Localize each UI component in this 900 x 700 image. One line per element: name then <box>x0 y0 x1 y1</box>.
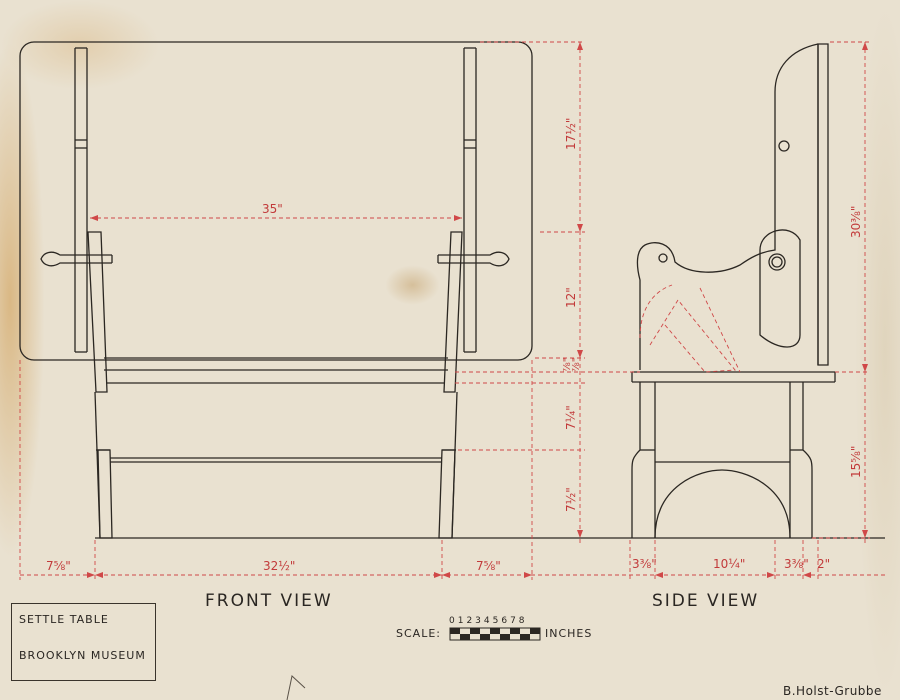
artist-signature: B.Holst-Grubbe <box>783 684 882 698</box>
front-view-drawing <box>19 41 533 539</box>
dim-side-board: 2" <box>817 557 830 571</box>
scale-bar <box>449 627 541 641</box>
dim-side-total-height: 30⅜" <box>849 206 863 238</box>
side-view-drawing <box>631 43 836 539</box>
side-back-board <box>817 43 829 366</box>
dim-side-span: 10¼" <box>713 557 745 571</box>
side-hole-pivot <box>768 253 786 271</box>
scale-label: SCALE: <box>396 627 441 640</box>
dim-board-thickness-b: ⅞" <box>571 358 582 372</box>
right-pin-handle <box>462 251 510 267</box>
dim-width-top: 35" <box>262 202 283 216</box>
title-block-name: SETTLE TABLE <box>19 613 109 626</box>
scale-numbers: 012345678 <box>449 616 528 626</box>
dim-upper-leg: 7¼" <box>564 405 578 430</box>
dim-side-seat-height: 15⅝" <box>849 446 863 478</box>
dim-top-height: 17½" <box>564 118 578 150</box>
left-pin-handle <box>40 251 88 267</box>
dim-lower-leg: 7½" <box>564 487 578 512</box>
side-hole-upper <box>778 140 790 152</box>
side-view-title: SIDE VIEW <box>652 591 760 611</box>
dim-arm-height: 12" <box>564 287 578 308</box>
table-top-outline <box>19 41 533 361</box>
front-view-title: FRONT VIEW <box>205 591 333 611</box>
dim-side-left-leg: 3⅜" <box>632 557 657 571</box>
dim-overhang-left: 7⅝" <box>46 559 71 573</box>
dimension-lines <box>19 41 885 580</box>
scale-unit: INCHES <box>545 627 593 640</box>
dim-board-thickness: ⅞" <box>562 358 573 372</box>
pencil-mark <box>286 675 306 700</box>
side-arch-cutout <box>654 469 791 539</box>
dimension-arrows <box>87 42 868 578</box>
dim-overhang-right: 7⅝" <box>476 559 501 573</box>
dim-side-right-leg: 3⅜" <box>784 557 809 571</box>
title-block: SETTLE TABLE BROOKLYN MUSEUM <box>11 603 156 681</box>
dim-base-width: 32½" <box>263 559 295 573</box>
side-hole-middle <box>658 253 668 263</box>
title-block-collection: BROOKLYN MUSEUM <box>19 649 146 662</box>
